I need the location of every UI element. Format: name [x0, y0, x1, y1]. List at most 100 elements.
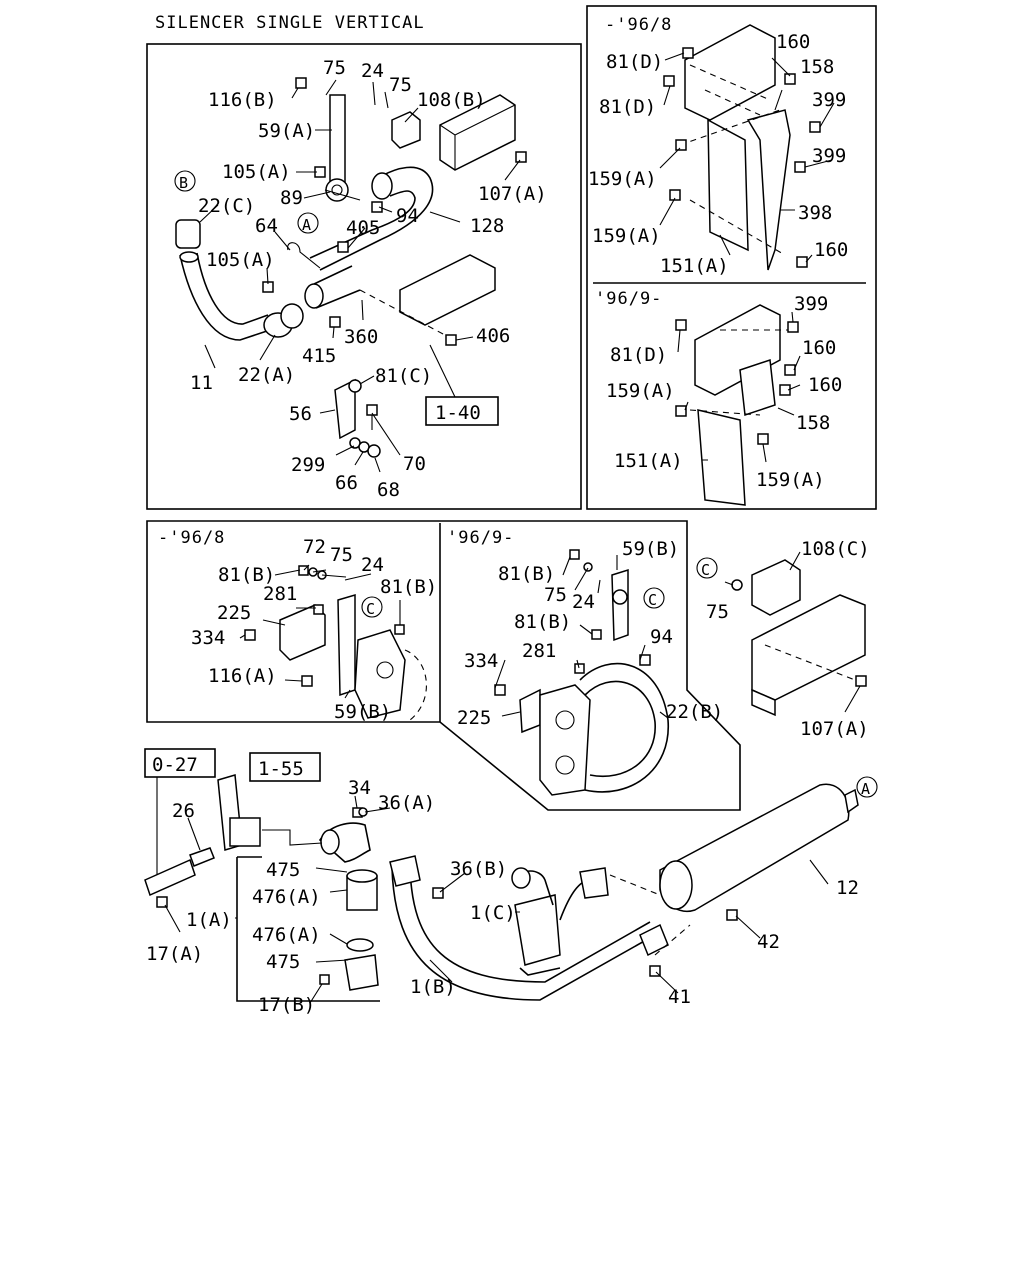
label-160: 160 — [802, 337, 836, 359]
label-81-b: 81(B) — [380, 576, 437, 598]
svg-text:C: C — [648, 591, 657, 609]
label-59-b: 59(B) — [334, 701, 391, 723]
label-151-a: 151(A) — [660, 255, 729, 277]
label-159-a: 159(A) — [756, 469, 825, 491]
diagram-title: SILENCER SINGLE VERTICAL — [155, 13, 425, 33]
label-151-a: 151(A) — [614, 450, 683, 472]
marker-a-2: A — [856, 776, 878, 798]
pipe-assy-bracket — [236, 856, 380, 1002]
label-36-b: 36(B) — [450, 858, 507, 880]
ref-box-0-27[interactable]: 0-27 — [144, 748, 216, 778]
svg-text:1-55: 1-55 — [258, 758, 304, 780]
label-41: 41 — [668, 986, 691, 1008]
main-frame — [146, 43, 582, 510]
label-159-a: 159(A) — [606, 380, 675, 402]
caption-tr-top: -'96/8 — [605, 15, 672, 35]
label-81-c: 81(C) — [375, 365, 432, 387]
label-1-b: 1(B) — [410, 976, 456, 998]
label-108-b: 108(B) — [417, 89, 486, 111]
label-75: 75 — [544, 584, 567, 606]
leader-lines — [164, 52, 861, 1004]
label-75: 75 — [389, 74, 412, 96]
label-66: 66 — [335, 472, 358, 494]
label-281: 281 — [263, 583, 297, 605]
label-299: 299 — [291, 454, 325, 476]
label-56: 56 — [289, 403, 312, 425]
label-475: 475 — [266, 951, 300, 973]
marker-c-1: C — [361, 596, 383, 618]
label-159-a: 159(A) — [588, 168, 657, 190]
label-415: 415 — [302, 345, 336, 367]
svg-text:C: C — [701, 561, 710, 579]
label-405: 405 — [346, 217, 380, 239]
tr-top-drawing — [663, 24, 821, 271]
mount-frame — [146, 520, 741, 811]
label-225: 225 — [457, 707, 491, 729]
label-81-d: 81(D) — [599, 96, 656, 118]
label-17-b: 17(B) — [258, 994, 315, 1016]
caption-ml-left: -'96/8 — [158, 528, 225, 548]
ml-right-drawing — [494, 549, 669, 796]
label-1-a: 1(A) — [186, 909, 232, 931]
label-75: 75 — [323, 57, 346, 79]
label-34: 34 — [348, 777, 371, 799]
label-399: 399 — [812, 89, 846, 111]
label-36-a: 36(A) — [378, 792, 435, 814]
label-334: 334 — [191, 627, 225, 649]
label-81-d: 81(D) — [606, 51, 663, 73]
label-81-d: 81(D) — [610, 344, 667, 366]
label-160: 160 — [814, 239, 848, 261]
marker-c-2: C — [643, 587, 665, 609]
svg-text:0-27: 0-27 — [152, 754, 198, 776]
label-94: 94 — [650, 626, 673, 648]
label-360: 360 — [344, 326, 378, 348]
label-399: 399 — [794, 293, 828, 315]
label-81-b: 81(B) — [498, 563, 555, 585]
label-22-c: 22(C) — [198, 195, 255, 217]
label-75: 75 — [706, 601, 729, 623]
label-42: 42 — [757, 931, 780, 953]
label-17-a: 17(A) — [146, 943, 203, 965]
label-24: 24 — [572, 591, 595, 613]
svg-text:A: A — [302, 216, 311, 234]
main-box-drawing — [175, 77, 527, 458]
label-281: 281 — [522, 640, 556, 662]
svg-text:1-40: 1-40 — [435, 402, 481, 424]
caption-tr-bottom: '96/9- — [595, 289, 662, 309]
label-108-c: 108(C) — [801, 538, 870, 560]
label-1-c: 1(C) — [470, 902, 516, 924]
marker-b: B — [174, 170, 196, 192]
label-105-a: 105(A) — [222, 161, 291, 183]
caption-ml-right: '96/9- — [447, 528, 514, 548]
svg-text:A: A — [861, 780, 870, 798]
label-59-a: 59(A) — [258, 120, 315, 142]
tr-bottom-drawing — [675, 304, 799, 506]
label-399: 399 — [812, 145, 846, 167]
silencer-assembly-drawing — [144, 774, 859, 1001]
label-107-a: 107(A) — [800, 718, 869, 740]
part-labels: 75 24 75 116(B) 108(B) 59(A) 105(A) 89 9… — [146, 31, 870, 1016]
label-24: 24 — [361, 60, 384, 82]
label-26: 26 — [172, 800, 195, 822]
label-68: 68 — [377, 479, 400, 501]
label-406: 406 — [476, 325, 510, 347]
label-75: 75 — [330, 544, 353, 566]
label-160: 160 — [776, 31, 810, 53]
label-24: 24 — [361, 554, 384, 576]
label-159-a: 159(A) — [592, 225, 661, 247]
label-89: 89 — [280, 187, 303, 209]
marker-c-3: C — [696, 557, 718, 579]
label-22-b: 22(B) — [666, 701, 723, 723]
label-334: 334 — [464, 650, 498, 672]
label-158: 158 — [796, 412, 830, 434]
label-476-a: 476(A) — [252, 886, 321, 908]
svg-text:B: B — [179, 174, 188, 192]
label-105-a: 105(A) — [206, 249, 275, 271]
label-11: 11 — [190, 372, 213, 394]
ref-box-1-55[interactable]: 1-55 — [249, 752, 321, 782]
label-225: 225 — [217, 602, 251, 624]
ref-box-1-40[interactable]: 1-40 — [425, 396, 499, 426]
label-12: 12 — [836, 877, 859, 899]
label-475: 475 — [266, 859, 300, 881]
